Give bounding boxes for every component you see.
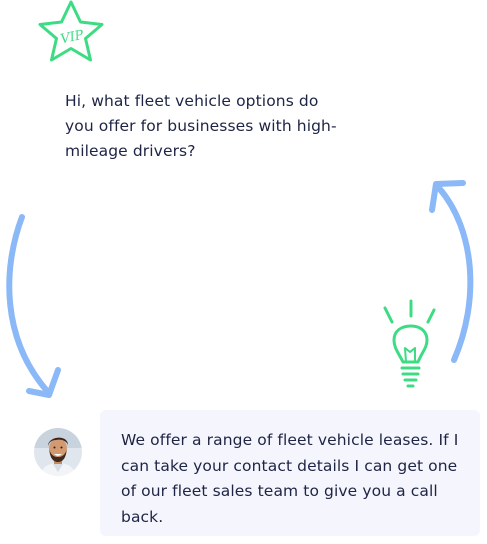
vip-label: VIP	[59, 28, 85, 48]
curved-arrow-up-icon	[420, 170, 487, 370]
curved-arrow-down-icon	[0, 200, 80, 410]
lightbulb-icon	[378, 296, 442, 392]
vip-star-icon: VIP	[38, 0, 110, 66]
user-message: Hi, what fleet vehicle options do you of…	[65, 92, 337, 160]
agent-avatar	[34, 428, 82, 476]
bot-message: We offer a range of fleet vehicle leases…	[121, 431, 459, 526]
bot-message-bubble: We offer a range of fleet vehicle leases…	[100, 410, 480, 536]
